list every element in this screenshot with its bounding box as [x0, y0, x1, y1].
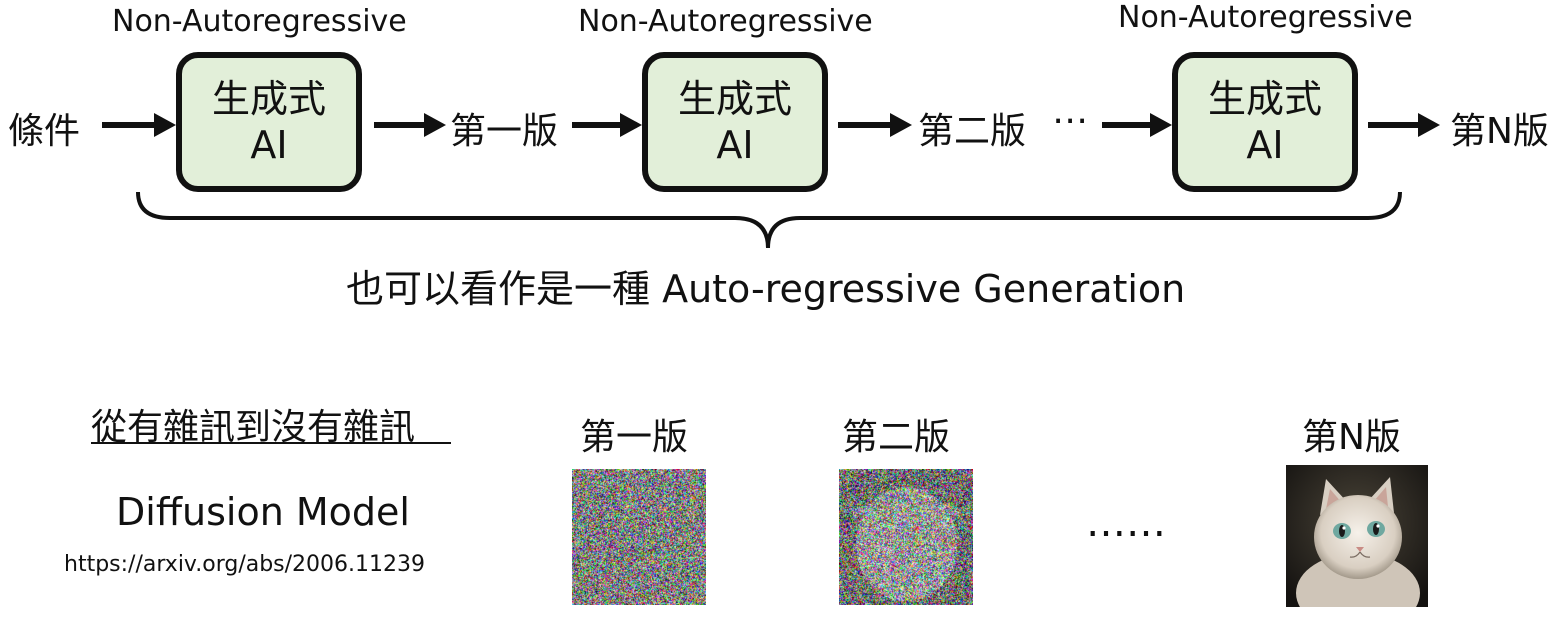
diffusion-heading: 從有雜訊到沒有雜訊: [91, 407, 416, 448]
top-ellipsis: ⋯: [1052, 100, 1088, 141]
input-label: 條件: [8, 111, 81, 152]
stage-1-label: Non-Autoregressive: [112, 4, 407, 39]
box-1-line1: 生成式: [211, 77, 326, 121]
clean-cat-image: [1286, 465, 1428, 607]
image-label-2: 第二版: [842, 417, 951, 458]
box-3-line1: 生成式: [1207, 77, 1322, 121]
generative-ai-box-3: 生成式 AI: [1172, 52, 1358, 192]
output-version-n: 第N版: [1450, 111, 1549, 152]
output-version-2: 第二版: [918, 111, 1027, 152]
bottom-ellipsis: ……: [1086, 500, 1166, 546]
random-noise-image: [572, 469, 706, 605]
stage-2-label: Non-Autoregressive: [578, 4, 873, 39]
arrow-ellipsis-to-ai3: [1102, 113, 1172, 137]
box-1-line2: AI: [250, 123, 288, 167]
paper-url: https://arxiv.org/abs/2006.11239: [64, 552, 426, 577]
arrow-ai1-to-v1: [374, 113, 446, 137]
box-3-line2: AI: [1246, 123, 1284, 167]
generative-ai-box-2: 生成式 AI: [642, 52, 828, 192]
stage-3-label: Non-Autoregressive: [1118, 0, 1413, 35]
image-label-1: 第一版: [580, 417, 689, 458]
image-label-n: 第N版: [1302, 417, 1401, 458]
output-version-1: 第一版: [450, 111, 559, 152]
arrow-ai2-to-v2: [838, 113, 912, 137]
box-2-line1: 生成式: [677, 77, 792, 121]
model-name: Diffusion Model: [116, 490, 410, 534]
arrow-input-to-ai1: [102, 113, 176, 137]
curly-brace: [136, 191, 1402, 249]
generative-ai-box-1: 生成式 AI: [176, 52, 362, 192]
noisy-cat-image: [839, 469, 973, 605]
brace-caption: 也可以看作是一種 Auto-regressive Generation: [346, 267, 1186, 311]
arrow-ai3-to-vN: [1368, 113, 1440, 137]
box-2-line2: AI: [716, 123, 754, 167]
arrow-v1-to-ai2: [572, 113, 642, 137]
